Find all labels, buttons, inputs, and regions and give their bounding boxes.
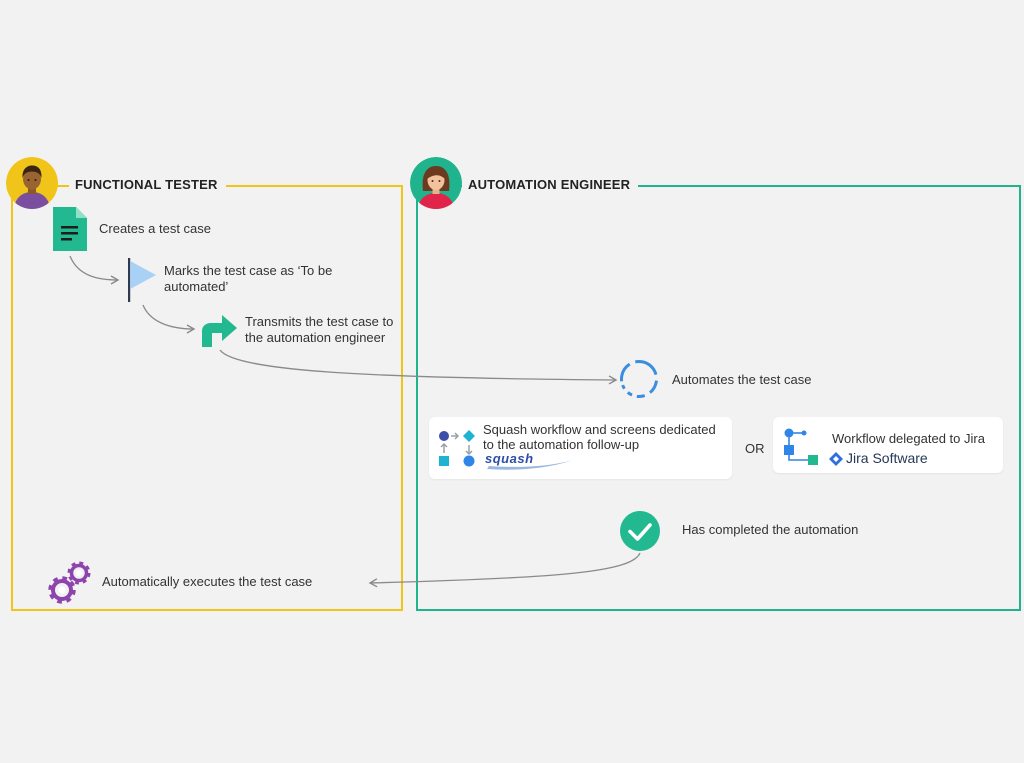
jira-option-card: Workflow delegated to Jira Jira Software bbox=[773, 417, 1003, 473]
step-create-text: Creates a test case bbox=[99, 221, 211, 236]
step-transmit-text: Transmits the test case to the automatio… bbox=[245, 314, 394, 345]
arrow-create-to-mark bbox=[69, 255, 120, 285]
step-automate-text: Automates the test case bbox=[672, 372, 812, 387]
squash-option-text: Squash workflow and screens dedicated to… bbox=[483, 422, 716, 452]
arrow-transmit-to-automate bbox=[219, 349, 618, 385]
jira-logo-text: Jira Software bbox=[846, 450, 928, 466]
female-avatar-icon bbox=[410, 157, 462, 209]
jira-option-text: Workflow delegated to Jira bbox=[832, 431, 985, 446]
arrow-mark-to-transmit bbox=[142, 304, 196, 334]
squash-logo-text: squash bbox=[485, 451, 534, 466]
or-label: OR bbox=[745, 441, 765, 456]
flag-icon bbox=[126, 258, 158, 302]
turn-right-arrow-icon bbox=[198, 313, 238, 347]
automation-engineer-frame bbox=[416, 185, 1021, 611]
squash-option-card: Squash workflow and screens dedicated to… bbox=[429, 417, 732, 479]
jira-workflow-icon bbox=[783, 427, 821, 465]
step-execute-text: Automatically executes the test case bbox=[102, 574, 313, 589]
step-completed-text: Has completed the automation bbox=[682, 522, 859, 537]
check-circle-icon bbox=[619, 510, 661, 552]
male-avatar-icon bbox=[6, 157, 58, 209]
functional-tester-title: FUNCTIONAL TESTER bbox=[69, 175, 226, 195]
workflow-icon bbox=[438, 429, 476, 469]
step-mark-text: Marks the test case as ‘To be automated’ bbox=[164, 263, 333, 294]
loading-circle-icon bbox=[618, 358, 660, 400]
automation-engineer-title: AUTOMATION ENGINEER bbox=[462, 175, 639, 195]
squash-logo: squash bbox=[485, 451, 577, 472]
jira-diamond-icon bbox=[829, 452, 843, 466]
arrow-completed-to-execute bbox=[368, 552, 641, 588]
document-icon bbox=[53, 207, 87, 251]
gears-icon bbox=[48, 559, 94, 605]
